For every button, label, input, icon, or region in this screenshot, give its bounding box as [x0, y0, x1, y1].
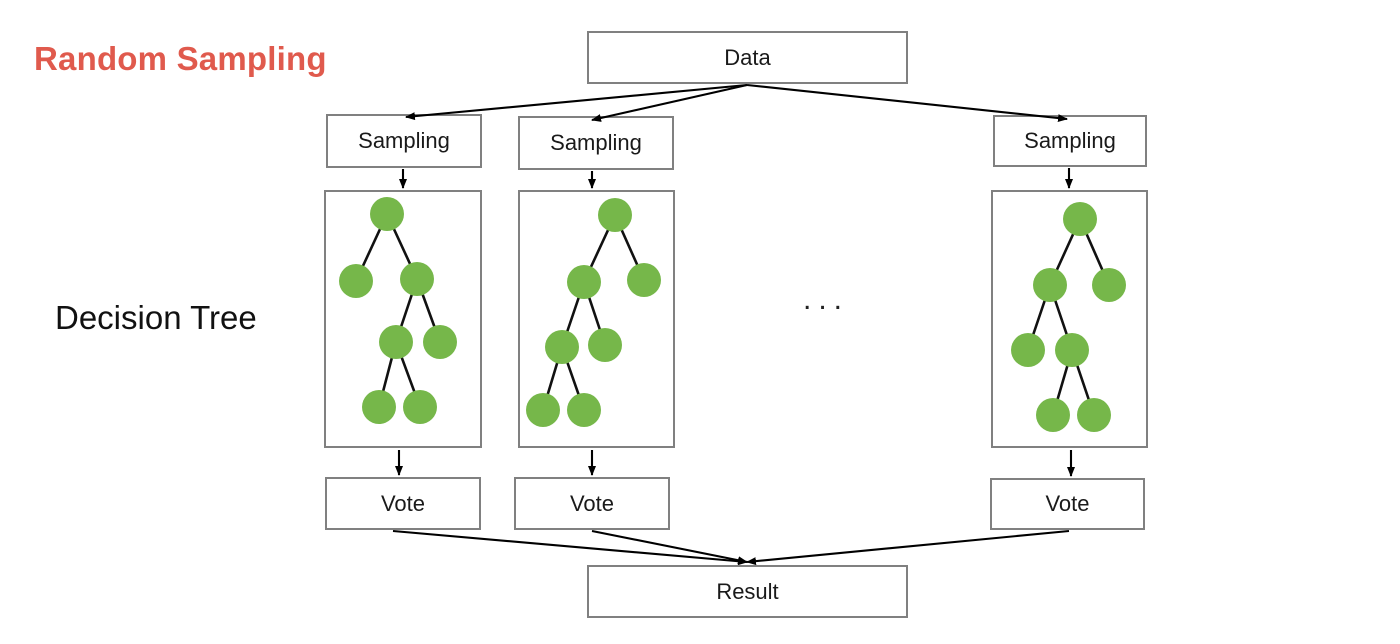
sampling-box-1[interactable]: Sampling: [326, 114, 482, 168]
decision-tree-box-2[interactable]: [518, 190, 675, 448]
sampling-box-2[interactable]: Sampling: [518, 116, 674, 170]
sampling-box-3[interactable]: Sampling: [993, 115, 1147, 167]
decision-tree-graph-3: [1011, 202, 1126, 432]
decision-tree-box-3[interactable]: [991, 190, 1148, 448]
vote-box-1[interactable]: Vote: [325, 477, 481, 530]
page-title: Random Sampling: [34, 40, 327, 77]
decision-tree-label: Decision Tree: [55, 299, 257, 336]
decision-tree-box-1[interactable]: [324, 190, 482, 448]
vote-box-2[interactable]: Vote: [514, 477, 670, 530]
data-box[interactable]: Data: [587, 31, 908, 84]
ellipsis-label: ...: [802, 283, 849, 316]
result-box[interactable]: Result: [587, 565, 908, 618]
decision-tree-graph-2: [526, 198, 661, 427]
vote-box-3[interactable]: Vote: [990, 478, 1145, 530]
decision-tree-graph-1: [339, 197, 457, 424]
